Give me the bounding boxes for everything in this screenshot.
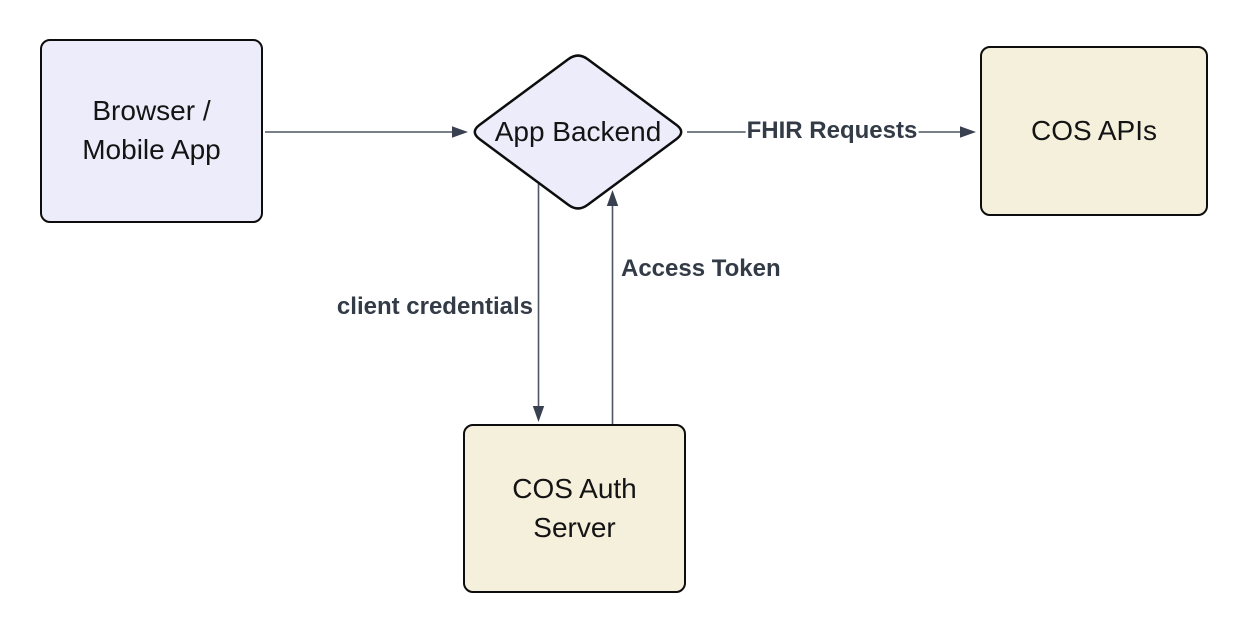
node-label: COS Auth: [512, 472, 637, 504]
node-label: App Backend: [494, 116, 662, 147]
edge-label-access-token: Access Token: [621, 255, 781, 282]
node-app-backend-diamond-shape: [473, 54, 683, 210]
node-label: Server: [533, 511, 616, 543]
node-cos-auth-server: COS Auth Server: [463, 424, 686, 593]
node-browser-mobile-app: Browser / Mobile App: [40, 39, 263, 223]
node-cos-apis: COS APIs: [980, 46, 1208, 216]
node-label: COS APIs: [1030, 114, 1158, 146]
edge-label-fhir-requests: FHIR Requests: [745, 117, 919, 145]
node-label: Browser /: [92, 95, 211, 127]
node-label: Mobile App: [82, 134, 221, 165]
arrowhead-icon: [606, 190, 619, 206]
edge-label-client-credentials: client credentials: [336, 293, 533, 320]
arrowhead-icon: [960, 126, 976, 138]
arrowhead-icon: [452, 126, 468, 138]
arrowhead-icon: [532, 406, 545, 422]
node-app-backend: App Backend: [470, 52, 686, 212]
